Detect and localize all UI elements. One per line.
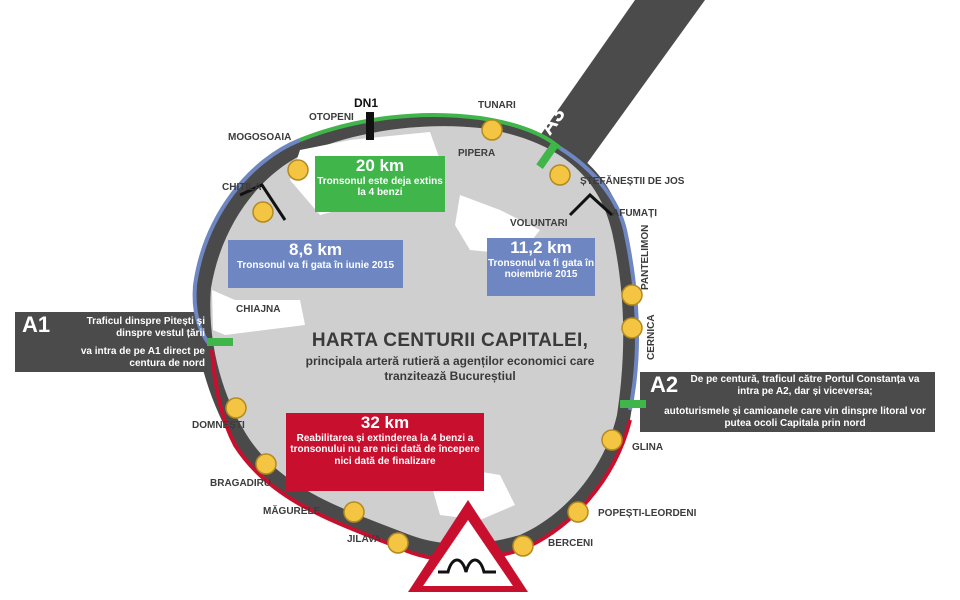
label-mogosoaia: MOGOSOAIA [228,132,292,143]
node-glina [601,429,623,451]
a2-code: A2 [650,372,679,397]
label-stefanestii: ȘTEFĂNEȘTII DE JOS [580,176,685,187]
dn1-label: DN1 [354,96,379,110]
segment-blue-left [193,138,301,286]
segment-green [299,113,562,150]
label-popesti: POPEȘTI-LEORDENI [598,508,697,519]
interchange-nodes [225,119,643,557]
a1-highway-band [15,312,208,372]
label-pipera: PIPERA [458,148,496,159]
a2-junction-marker [620,400,646,408]
label-berceni: BERCENI [548,538,594,549]
a1-junction-marker [207,338,233,346]
green-box-text: Tronsonul este deja extins la 4 benzi [317,175,443,199]
road-bump-warning-icon [408,500,528,592]
red-box: 32 km Reabilitarea și extinderea la 4 be… [286,413,484,491]
a1-text-bottom: va intra de pe A1 direct pe centura de n… [80,346,205,369]
node-cernica [621,317,643,339]
green-box: 20 km Tronsonul este deja extins la 4 be… [315,156,445,212]
blue-left-text: Tronsonul va fi gata în iunie 2015 [236,259,395,271]
node-magurele [343,501,365,523]
blue-right-km: 11,2 km [510,238,572,257]
a1-text-top: Traficul dinspre Pitești și dinspre vest… [86,316,205,339]
node-berceni [512,535,534,557]
label-afumati: AFUMAȚI [612,208,657,219]
label-chiajna: CHIAJNA [236,304,281,315]
node-popesti [567,501,589,523]
segment-blue-left-ext [192,284,212,347]
label-voluntari: VOLUNTARI [510,218,568,229]
node-pantelimon [621,284,643,306]
node-mogosoaia [287,159,309,181]
a2-text-top: De pe centură, traficul către Portul Con… [690,374,920,397]
dn1-marker [366,112,374,140]
label-glina: GLINA [632,442,664,453]
blue-right-box: 11,2 km Tronsonul va fi gata în noiembri… [487,238,595,296]
label-pantelimon: PANTELIMON [640,224,651,290]
red-box-km: 32 km [360,413,410,432]
map-title: HARTA CENTURII CAPITALEI, [311,330,589,351]
blue-left-km: 8,6 km [289,240,342,259]
chitila-bracket [239,183,287,221]
label-jilava: JILAVA [347,534,382,545]
label-magurele: MĂGURELE [263,506,321,517]
a3-highway-band [530,0,705,180]
label-chitila: CHITILA [222,182,262,193]
node-domnesti [225,397,247,419]
afumati-bracket [568,192,614,217]
node-chitila [252,201,274,223]
a2-highway-band [640,372,935,432]
node-tunari [481,119,503,141]
node-jilava [387,532,409,554]
label-cernica: CERNICA [646,314,657,360]
label-bragadiru: BRAGADIRU [210,478,272,489]
map-subtitle: principala arteră rutieră a agenților ec… [305,354,595,383]
map-title-block: HARTA CENTURII CAPITALEI, principala art… [300,330,600,384]
blue-left-box: 8,6 km Tronsonul va fi gata în iunie 201… [228,240,403,288]
node-bragadiru [255,453,277,475]
a1-code: A1 [22,312,51,337]
label-otopeni: OTOPENI [309,112,354,123]
chiajna-area [212,290,305,335]
red-box-text: Reabilitarea și extinderea la 4 benzi a … [290,432,480,467]
segment-blue-right [558,146,639,411]
green-box-km: 20 km [355,156,405,175]
a3-junction-marker [536,143,558,169]
label-tunari: TUNARI [478,100,516,111]
node-stefanestii [549,164,571,186]
a2-text-bottom: autoturismele și camioanele care vin din… [664,406,926,429]
label-domnesti: DOMNEȘTI [192,420,245,431]
blue-right-text: Tronsonul va fi gata în noiembrie 2015 [487,257,595,281]
